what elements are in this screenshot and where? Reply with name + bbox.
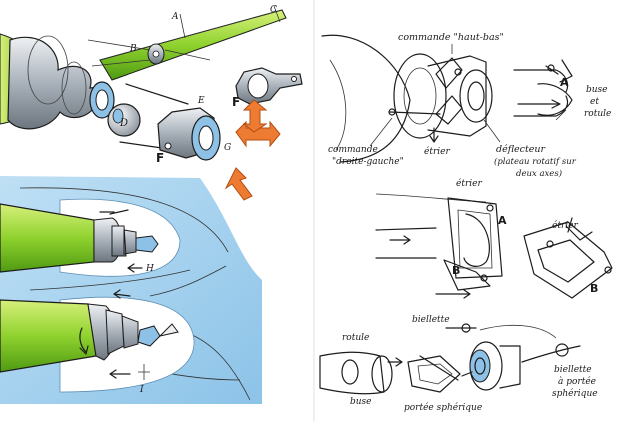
label-biellette-portee-2: à portée <box>558 376 596 387</box>
label-biellette-portee-1: biellette <box>554 365 592 375</box>
label-buse-et-rotule-2: et <box>590 97 599 107</box>
letter-f2: F <box>232 95 240 109</box>
letter-e: E <box>197 96 205 106</box>
letter-h: H <box>145 264 154 274</box>
top-left-assembly: D A B C E F F G <box>0 5 303 201</box>
label-buse-et-rotule-3: rotule <box>584 109 611 119</box>
letter-b: B <box>129 44 137 54</box>
letter-a2: A <box>498 214 507 227</box>
letter-b1: B <box>452 264 460 277</box>
label-biellette-portee-3: sphérique <box>552 388 598 399</box>
label-deflecteur-2: (plateau rotatif sur <box>494 156 577 167</box>
letter-g: G <box>224 143 231 153</box>
letter-b2: B <box>590 282 598 295</box>
letter-i: I <box>139 385 144 395</box>
letter-f1: F <box>156 151 164 165</box>
label-biellette: biellette <box>412 315 450 325</box>
letter-a1: A <box>560 76 569 89</box>
label-commande-droite-gauche-1: commande <box>328 145 378 155</box>
label-commande-haut-bas: commande "haut-bas" <box>398 32 504 43</box>
label-rotule: rotule <box>342 333 369 343</box>
label-portee-spherique: portée sphérique <box>404 402 482 413</box>
letter-d: D <box>119 118 128 129</box>
label-buse: buse <box>350 397 372 407</box>
label-etrier-3: étrier <box>552 220 578 231</box>
right-sketches: commande "haut-bas" commande "droite-gau… <box>319 32 613 413</box>
letter-a: A <box>171 12 179 22</box>
label-etrier-2: étrier <box>456 178 482 189</box>
label-deflecteur-3: deux axes) <box>516 168 562 179</box>
label-deflecteur-1: déflecteur <box>496 144 547 155</box>
label-buse-et-rotule-1: buse <box>586 85 608 95</box>
bottom-left-water-view: H I <box>0 176 262 404</box>
label-etrier-1: étrier <box>424 146 450 157</box>
letter-c: C <box>270 5 277 15</box>
label-commande-droite-gauche-2: "droite-gauche" <box>332 157 404 167</box>
